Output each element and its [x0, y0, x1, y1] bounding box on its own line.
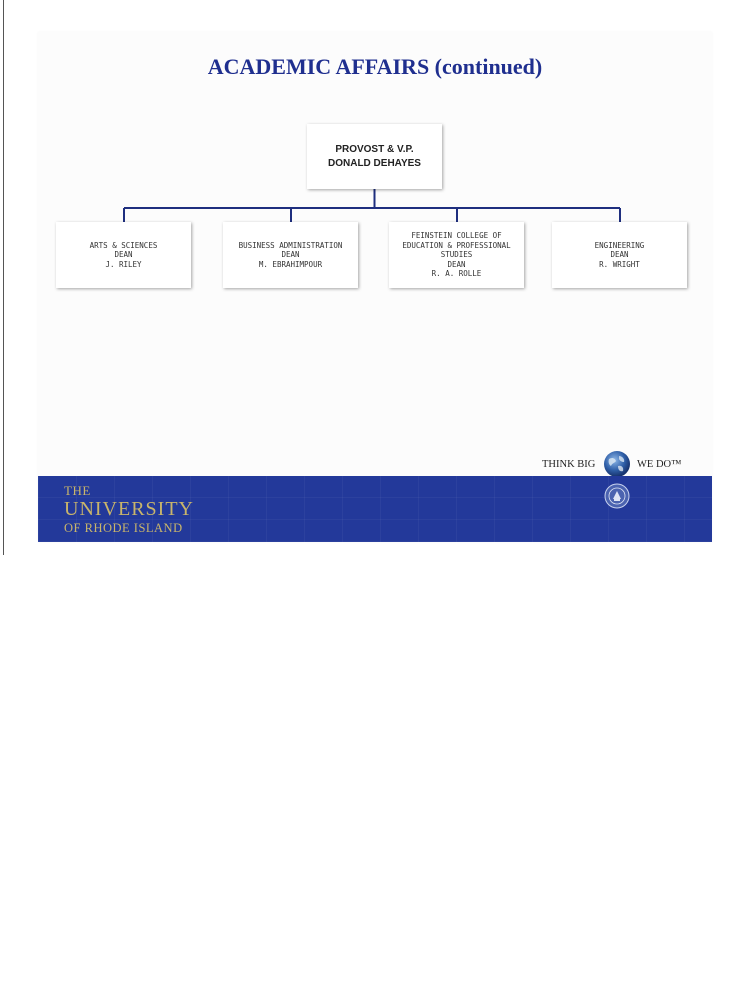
uri-logo: THE UNIVERSITY OF RHODE ISLAND: [64, 484, 194, 535]
dept-name-line2: EDUCATION & PROFESSIONAL: [402, 240, 511, 250]
tagline-right: WE DO™: [637, 459, 682, 470]
globe-icon: [604, 451, 630, 477]
footer-pattern: [38, 476, 712, 542]
dept-box-feinstein-education: FEINSTEIN COLLEGE OF EDUCATION & PROFESS…: [389, 222, 524, 288]
footer-banner: THE UNIVERSITY OF RHODE ISLAND Budget & …: [38, 476, 712, 980]
dept-person: R. A. ROLLE: [431, 269, 482, 279]
org-connectors: [123, 189, 621, 222]
tagline-left: THINK BIG: [542, 459, 596, 470]
dept-role: DEAN: [610, 250, 629, 260]
dept-name: BUSINESS ADMINISTRATION: [238, 240, 343, 250]
page-left-rule: [3, 0, 4, 555]
office-name: Budget & Financial Planning Office: [585, 957, 694, 964]
chart-year: 2018 Organizational Chart: [610, 965, 694, 972]
dept-person: R. WRIGHT: [599, 259, 640, 269]
office-credit: Budget & Financial Planning Office 2018 …: [585, 957, 694, 981]
org-chart-slide: ACADEMIC AFFAIRS (continued) PROVOST & V…: [38, 32, 712, 980]
dept-name-line3: STUDIES: [440, 250, 473, 260]
dept-role: DEAN: [281, 250, 300, 260]
dept-box-business-administration: BUSINESS ADMINISTRATION DEAN M. EBRAHIMP…: [223, 222, 358, 288]
logo-university: UNIVERSITY: [64, 498, 194, 520]
dept-box-arts-sciences: ARTS & SCIENCES DEAN J. RILEY: [56, 222, 191, 288]
dept-name: ARTS & SCIENCES: [89, 240, 158, 250]
dept-name: ENGINEERING: [594, 240, 645, 250]
dept-name-line1: FEINSTEIN COLLEGE OF: [411, 231, 502, 241]
provost-box: PROVOST & V.P. DONALD DEHAYES: [307, 124, 442, 189]
dept-person: J. RILEY: [105, 259, 142, 269]
dept-person: M. EBRAHIMPOUR: [258, 259, 323, 269]
logo-the: THE: [64, 483, 91, 498]
dept-box-engineering: ENGINEERING DEAN R. WRIGHT: [552, 222, 687, 288]
logo-rhode-island: OF RHODE ISLAND: [64, 521, 183, 535]
university-seal-icon: [604, 483, 630, 509]
dept-role: DEAN: [114, 250, 133, 260]
provost-name: DONALD DEHAYES: [328, 157, 421, 169]
dept-role: DEAN: [447, 259, 466, 269]
chart-date: 10.1.17: [669, 973, 694, 980]
page-title: ACADEMIC AFFAIRS (continued): [207, 54, 543, 79]
provost-title: PROVOST & V.P.: [335, 143, 414, 155]
